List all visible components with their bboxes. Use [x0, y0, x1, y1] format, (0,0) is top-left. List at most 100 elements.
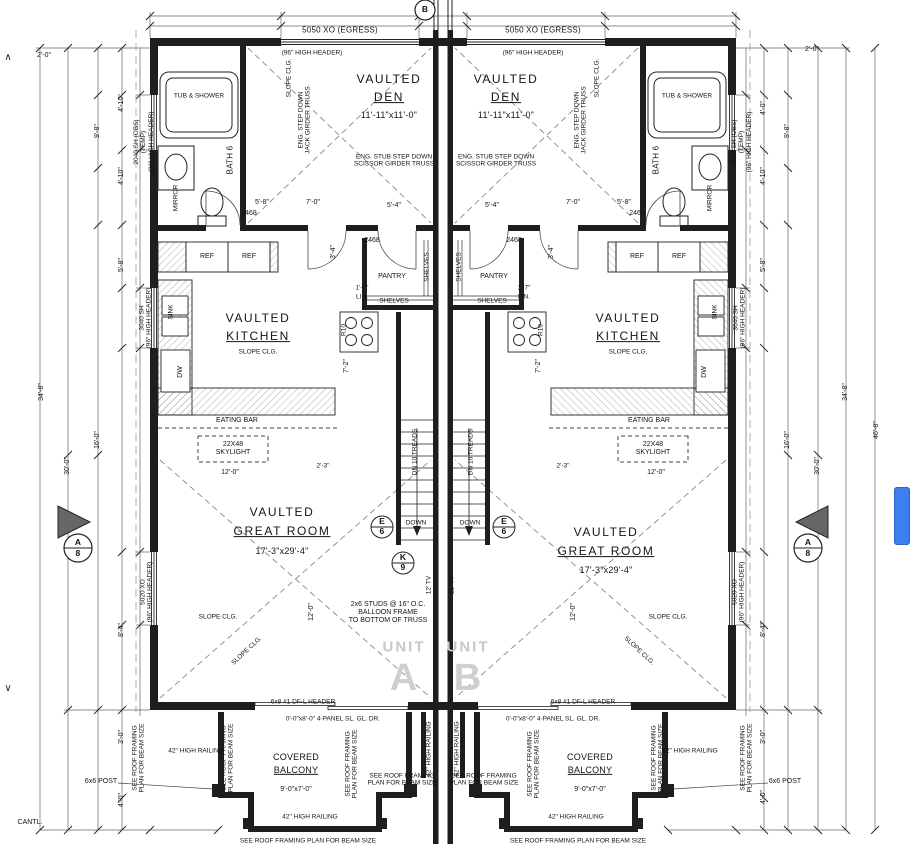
truss-note-label: ENG. STEP DOWN JACK GIRDER TRUSS	[297, 86, 312, 154]
roof-framing-note: SEE ROOF FRAMING PLAN FOR BEAM SIZE	[367, 772, 437, 787]
stair-label: DN 10 TREADS	[411, 428, 419, 476]
shelves-label: SHELVES	[379, 297, 409, 305]
dim-label: 12'-0"	[307, 603, 315, 621]
unit-letter-label: B	[453, 657, 483, 700]
marker-letter: K	[399, 552, 407, 563]
window-size-label: 2040 SH (OBS) (TEMP) (96" HIGH HEADER)	[730, 111, 753, 173]
unit-ghost-label: UNIT	[446, 638, 490, 656]
pantry-label: PANTRY	[480, 272, 508, 280]
room-dims-label: 17'-3"x29'-4"	[255, 545, 309, 556]
fixture-label: TUB & SHOWER	[661, 92, 713, 100]
slope-ceiling-label: SLOPE CLG.	[608, 348, 648, 356]
balcony-dims-label: 9'-0"x7'-0"	[574, 785, 606, 793]
scroll-down-icon[interactable]: ∨	[4, 682, 12, 694]
dim-label: 4'-0"	[117, 793, 125, 807]
scroll-up-icon[interactable]: ∧	[4, 51, 12, 63]
room-dims-label: 17'-3"x29'-4"	[579, 564, 633, 575]
marker-k-circle	[391, 551, 415, 575]
fixture-label: REF	[242, 252, 256, 260]
tv-label: 12' TV	[448, 575, 456, 595]
dim-label: 7'-2"	[342, 359, 350, 373]
dim-label: 7'-0"	[566, 198, 580, 206]
marker-letter: 9	[400, 562, 406, 573]
door-size-label: 2468	[629, 209, 645, 217]
dim-label: 2'-3"	[556, 462, 570, 470]
down-label: DOWN	[459, 519, 481, 527]
dim-label: 2'-0"	[37, 51, 51, 59]
dim-label: 3'-4"	[547, 245, 555, 259]
unit-ghost-label: UNIT	[382, 638, 426, 656]
marker-letter: E	[379, 516, 385, 527]
dim-label: 4'-0"	[759, 790, 767, 804]
dim-label: 12'-0"	[647, 468, 665, 476]
stair-label: DN 10 TREADS	[467, 428, 475, 476]
marker-b-circle	[414, 0, 436, 21]
dim-label: 46'-8"	[872, 421, 880, 439]
window-size-label: 3040 SH (96" HIGH HEADER)	[732, 287, 747, 349]
room-name-label: GREAT ROOM	[557, 544, 655, 559]
range-label: R10	[340, 324, 348, 336]
dim-label: 3'-0"	[759, 730, 767, 744]
room-name-label: VAULTED	[473, 72, 539, 87]
roof-framing-note: SEE ROOF FRAMING PLAN FOR BEAM SIZE	[220, 723, 235, 793]
balcony-name-label: BALCONY	[273, 764, 319, 775]
dim-label: 4'-0"	[759, 101, 767, 115]
dim-label: 16'-0"	[783, 431, 791, 449]
dim-label: 1'-7"	[355, 284, 369, 292]
marker-letter: A	[74, 537, 82, 548]
dim-label: 1'-7"	[517, 284, 531, 292]
slope-ceiling-label: SLOPE CLG.	[593, 58, 601, 98]
balcony-dims-label: 9'-0"x7'-0"	[280, 785, 312, 793]
roof-framing-note: SEE ROOF FRAMING PLAN FOR BEAM SIZE	[650, 723, 665, 793]
roof-framing-note: SEE ROOF FRAMING PLAN FOR BEAM SIZE	[131, 723, 146, 793]
tv-label: 12' TV	[425, 575, 433, 595]
slope-ceiling-label: SLOPE CLG.	[198, 613, 238, 621]
dim-label: 30'-0"	[813, 457, 821, 475]
window-size-label: 5020 XO (96" HIGH HEADER)	[731, 561, 746, 623]
slope-ceiling-label: SLOPE CLG.	[648, 613, 688, 621]
dim-label: 4'-10"	[117, 167, 125, 185]
window-size-label: 5020 XO (96" HIGH HEADER)	[139, 561, 154, 623]
balcony-name-label: BALCONY	[567, 764, 613, 775]
slider-door-label: 0'-0"x8'-0" 4-PANEL SL. GL. DR.	[285, 715, 381, 723]
door-size-label: 2468	[506, 236, 522, 244]
marker-letter: 6	[379, 526, 385, 537]
truss-note-label: ENG. STEP DOWN JACK GIRDER TRUSS	[573, 86, 588, 154]
marker-letter: B	[421, 4, 429, 15]
studs-note-label: 2x6 STUDS @ 16" O.C. BALLOON FRAME TO BO…	[348, 600, 428, 625]
marker-letter: E	[501, 516, 507, 527]
marker-letter: 6	[501, 526, 507, 537]
dim-label: 3'-0"	[117, 730, 125, 744]
scrollbar-thumb[interactable]	[894, 487, 910, 545]
dim-label: 7'-2"	[534, 359, 542, 373]
window-size-label: 5050 XO (EGRESS)	[505, 25, 581, 35]
fixture-label: MIRROR	[706, 184, 714, 212]
fixture-label: SINK	[711, 304, 719, 320]
railing-label: 42" HIGH RAILING	[425, 721, 433, 777]
truss-note-label: ENG. STUB STEP DOWN SCISSOR GIRDER TRUSS	[455, 153, 537, 168]
fixture-label: REF	[672, 252, 686, 260]
slider-door-label: 0'-0"x8'-0" 4-PANEL SL. GL. DR.	[505, 715, 601, 723]
down-label: DOWN	[405, 519, 427, 527]
window-size-label: 2040 SH (OBS) (TEMP) (96" HIGH HEADER)	[132, 111, 155, 173]
shelves-label: SHELVES	[477, 297, 507, 305]
fixture-label: DW	[700, 366, 708, 378]
room-name-label: VAULTED	[249, 505, 315, 520]
railing-label: 42" HIGH RAILING	[168, 747, 224, 755]
header-beam-label: 6x8 #1 DF-L HEADER	[270, 698, 336, 706]
marker-letter: 8	[805, 548, 811, 559]
dim-label: 5'-8"	[759, 258, 767, 272]
room-name-label: VAULTED	[225, 311, 291, 326]
railing-label: 42" HIGH RAILING	[282, 813, 338, 821]
room-name-label: VAULTED	[595, 311, 661, 326]
room-name-label: KITCHEN	[226, 329, 290, 344]
room-dims-label: 11'-11"x11'-0"	[360, 109, 418, 120]
eating-bar-label: EATING BAR	[628, 416, 670, 424]
railing-label: 42" HIGH RAILING	[453, 721, 461, 777]
dim-label: 30'-0"	[63, 457, 71, 475]
skylight-label: 22X48 SKYLIGHT	[635, 440, 671, 456]
fixture-label: SINK	[167, 304, 175, 320]
cantilever-label: CANTL.	[17, 818, 43, 826]
